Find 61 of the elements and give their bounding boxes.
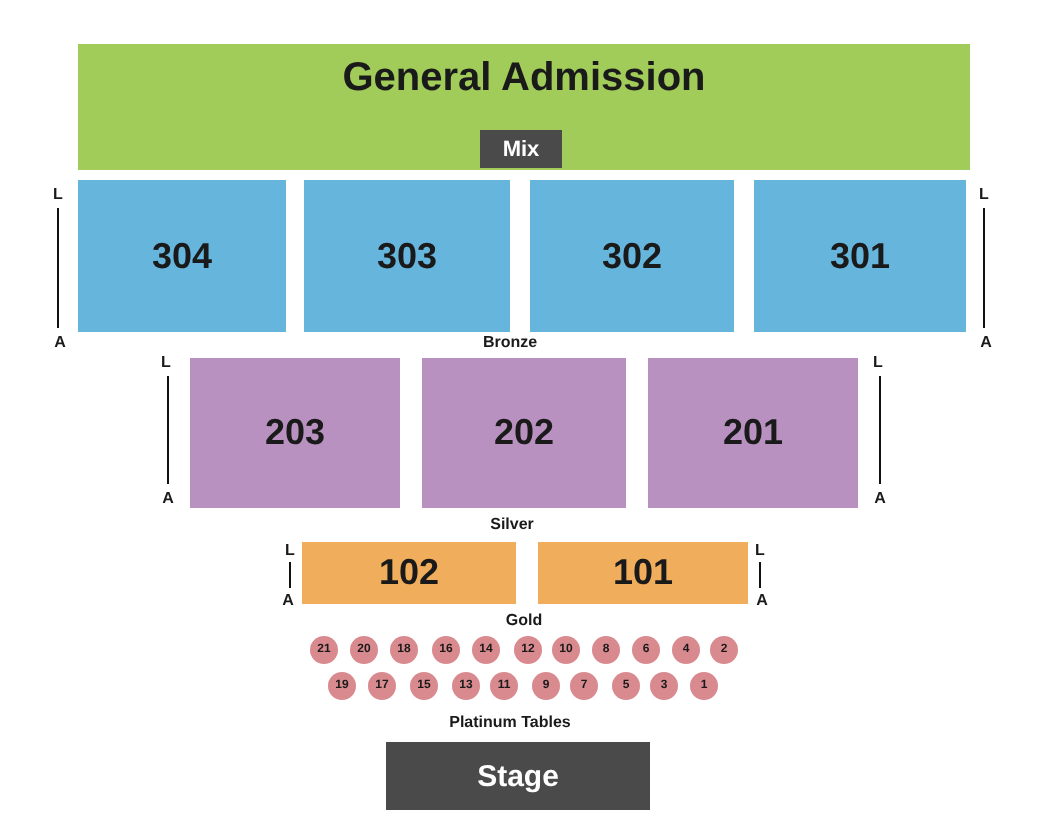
seating-section [190, 358, 400, 508]
table-circle [612, 672, 640, 700]
table-circle [472, 636, 500, 664]
section-number: 303 [376, 235, 438, 277]
table-circle [514, 636, 542, 664]
section-number: 302 [601, 235, 663, 277]
tier-label: Silver [490, 515, 534, 533]
table-circle [328, 672, 356, 700]
row-letter: L [285, 541, 295, 559]
stage [386, 742, 650, 810]
table-circle [592, 636, 620, 664]
table-circle [552, 636, 580, 664]
row-letter: L [873, 353, 883, 371]
seating-section [304, 180, 510, 332]
section-number: 301 [829, 235, 891, 277]
area-label: Stage [477, 759, 559, 793]
table-circle [452, 672, 480, 700]
row-letter: A [162, 489, 174, 507]
seating-section [538, 542, 748, 604]
table-circle [390, 636, 418, 664]
row-letter: A [756, 591, 768, 609]
row-letter: Bronze [482, 333, 538, 351]
section-number: 202 [493, 412, 555, 454]
row-letter: A [54, 333, 66, 351]
row-letter: L [161, 353, 171, 371]
table-circle [368, 672, 396, 700]
section-number: 101 [612, 552, 674, 594]
table-circle [432, 636, 460, 664]
row-letter: L [755, 541, 765, 559]
row-letter: A [282, 591, 294, 609]
mix-booth [480, 130, 562, 168]
seating-section [78, 180, 286, 332]
table-circle [672, 636, 700, 664]
table-circle [350, 636, 378, 664]
seating-section [754, 180, 966, 332]
row-letter: A [874, 489, 886, 507]
tier-label: Platinum Tables [449, 713, 571, 731]
seating-section [530, 180, 734, 332]
table-circle [310, 636, 338, 664]
area-label: Mix [502, 137, 540, 161]
area-label: General Admission [342, 56, 706, 102]
tier-label: Gold [505, 611, 543, 629]
table-circle [632, 636, 660, 664]
table-circle [690, 672, 718, 700]
table-circle [570, 672, 598, 700]
section-number: 102 [378, 552, 440, 594]
row-letter: L [979, 185, 989, 203]
row-letter: L [53, 185, 63, 203]
general-admission-area [78, 44, 970, 170]
section-number: 201 [722, 412, 784, 454]
seating-section [302, 542, 516, 604]
table-circle [710, 636, 738, 664]
table-circle [532, 672, 560, 700]
seating-section [648, 358, 858, 508]
section-number: 304 [151, 235, 213, 277]
table-circle [490, 672, 518, 700]
tier-label: A [980, 333, 992, 351]
table-circle [410, 672, 438, 700]
seating-section [422, 358, 626, 508]
table-circle [650, 672, 678, 700]
section-number: 203 [264, 412, 326, 454]
